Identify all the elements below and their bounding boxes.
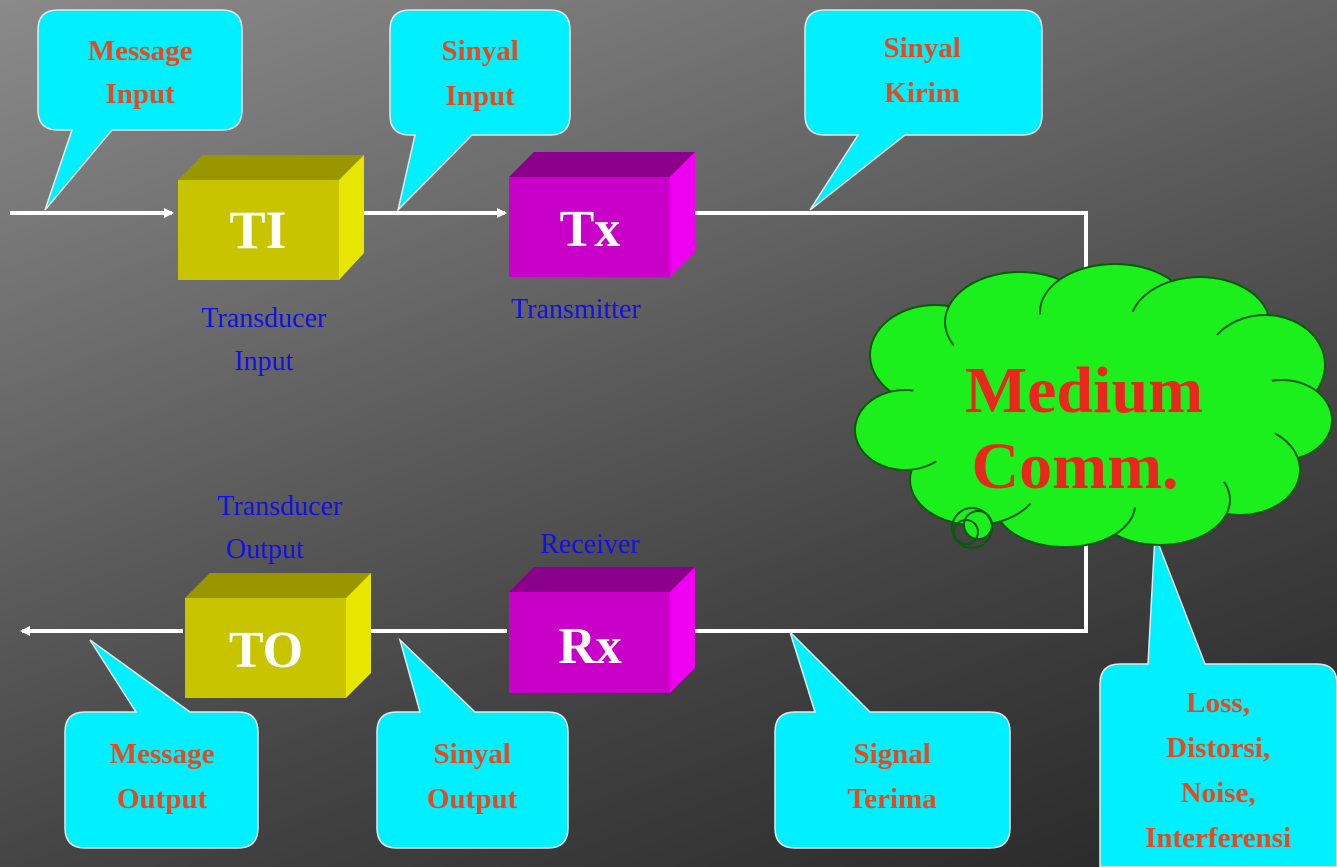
svg-text:Output: Output xyxy=(117,783,208,815)
callout-impairments: Loss, Distorsi, Noise, Interferensi xyxy=(1099,534,1337,867)
svg-text:Noise,: Noise, xyxy=(1181,777,1256,809)
svg-text:Sinyal: Sinyal xyxy=(433,738,510,770)
callout-sinyal-input: Sinyal Input xyxy=(389,9,571,213)
callout-sinyal-input-line1: Sinyal xyxy=(441,35,518,67)
svg-text:Output: Output xyxy=(427,783,518,815)
medium-line1: Medium xyxy=(965,354,1203,427)
svg-text:Message: Message xyxy=(110,738,215,770)
svg-text:Interferensi: Interferensi xyxy=(1145,822,1291,854)
svg-text:Loss,: Loss, xyxy=(1186,687,1250,719)
caption-to-line2: Output xyxy=(226,534,304,565)
block-tx-label: Tx xyxy=(560,201,621,258)
svg-text:Sinyal: Sinyal xyxy=(441,35,518,67)
svg-text:Input: Input xyxy=(105,78,175,110)
callout-sinyal-kirim: Sinyal Kirim xyxy=(804,9,1043,211)
callout-impairments-line2: Distorsi, xyxy=(1166,732,1270,764)
callout-sinyal-kirim-line2: Kirim xyxy=(884,77,960,109)
callout-sinyal-output: Sinyal Output xyxy=(376,637,569,849)
callout-sinyal-kirim-line1: Sinyal xyxy=(883,32,960,64)
callout-impairments-line4: Interferensi xyxy=(1145,822,1291,854)
caption-ti-line1: Transducer xyxy=(202,303,328,334)
callout-message-input-line2: Input xyxy=(105,78,175,110)
caption-ti-line2: Input xyxy=(234,346,293,377)
arrow-medium-to-rx xyxy=(674,538,1088,636)
signal-arrows xyxy=(10,208,1091,636)
caption-rx: Receiver xyxy=(540,529,640,560)
medium-cloud xyxy=(854,263,1333,549)
callout-sinyal-input-line2: Input xyxy=(445,80,515,112)
caption-to-line1: Transducer xyxy=(218,491,344,522)
svg-text:Kirim: Kirim xyxy=(884,77,960,109)
caption-tx: Transmitter xyxy=(511,294,641,325)
svg-text:Input: Input xyxy=(445,80,515,112)
callout-message-input-line1: Message xyxy=(88,35,193,67)
block-to: TO xyxy=(185,573,371,698)
callout-sinyal-output-line2: Output xyxy=(427,783,518,815)
block-tx: Tx xyxy=(509,152,695,277)
callout-impairments-line3: Noise, xyxy=(1181,777,1256,809)
svg-text:Distorsi,: Distorsi, xyxy=(1166,732,1270,764)
svg-text:Terima: Terima xyxy=(847,783,937,815)
callout-message-input: Message Input xyxy=(37,9,243,211)
callout-signal-terima: Signal Terima xyxy=(774,631,1011,849)
callout-signal-terima-line1: Signal xyxy=(853,738,930,770)
svg-text:Message: Message xyxy=(88,35,193,67)
svg-text:Sinyal: Sinyal xyxy=(883,32,960,64)
callout-message-output-line1: Message xyxy=(110,738,215,770)
svg-text:Signal: Signal xyxy=(853,738,930,770)
callout-message-output-line2: Output xyxy=(117,783,208,815)
block-rx: Rx xyxy=(509,567,695,693)
block-ti: TI xyxy=(178,155,364,280)
callout-sinyal-output-line1: Sinyal xyxy=(433,738,510,770)
block-to-label: TO xyxy=(229,622,303,679)
callout-signal-terima-line2: Terima xyxy=(847,783,937,815)
block-rx-label: Rx xyxy=(558,618,622,675)
medium-line2: Comm. xyxy=(971,430,1178,503)
callout-message-output: Message Output xyxy=(64,639,259,849)
block-ti-label: TI xyxy=(229,200,286,260)
callout-impairments-line1: Loss, xyxy=(1186,687,1250,719)
